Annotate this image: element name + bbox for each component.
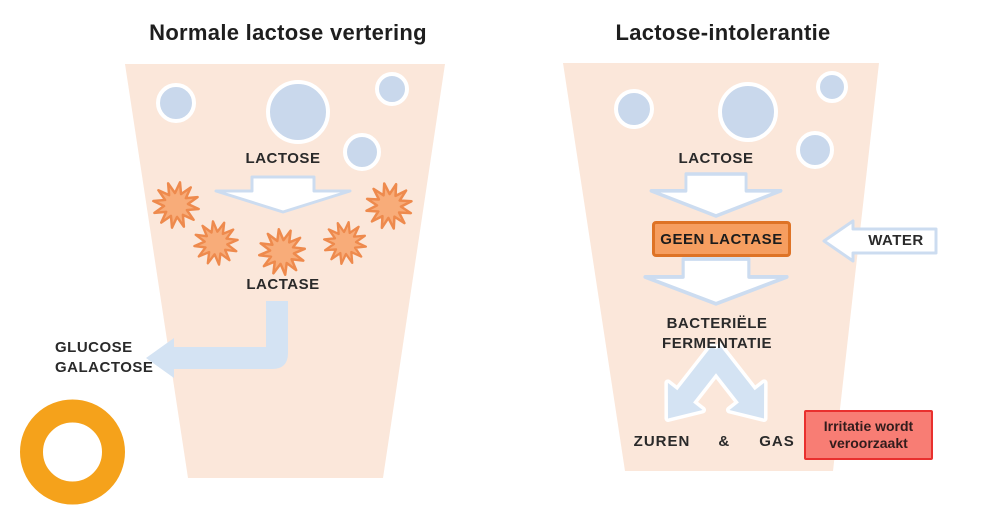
- left-lactase-label: LACTASE: [246, 276, 320, 293]
- left-lactose-label: LACTOSE: [245, 150, 321, 167]
- bubble-icon: [718, 82, 778, 142]
- water-left-arrow-icon: [822, 219, 938, 263]
- bubble-icon: [375, 72, 409, 106]
- bubble-icon: [816, 71, 848, 103]
- left-lactose-bubbles: [156, 72, 409, 171]
- gas-label: GAS: [759, 433, 795, 450]
- irritation-line2: veroorzaakt: [829, 435, 908, 451]
- geen-lactase-box: GEEN LACTASE: [652, 221, 791, 257]
- ampersand-label: &: [718, 433, 730, 450]
- orange-ring-icon: [20, 399, 125, 505]
- irritation-warning-box: Irritatie wordt veroorzaakt: [804, 410, 933, 460]
- left-title: Normale lactose vertering: [149, 20, 427, 45]
- bubble-icon: [614, 89, 654, 129]
- fermentation-line1: BACTERIËLE: [666, 315, 768, 332]
- right-title: Lactose-intolerantie: [615, 20, 831, 45]
- right-lactose-label: LACTOSE: [678, 150, 754, 167]
- irritation-line1: Irritatie wordt: [823, 418, 914, 434]
- fermentation-line2: FERMENTATIE: [662, 335, 772, 352]
- zuren-label: ZUREN: [633, 433, 691, 450]
- bubble-icon: [796, 131, 834, 169]
- bubble-icon: [266, 80, 330, 144]
- galactose-label: GALACTOSE: [55, 359, 154, 376]
- water-label: WATER: [868, 232, 924, 249]
- elbow-left-arrow-icon: [146, 301, 288, 378]
- right-lactose-bubbles: [614, 71, 848, 169]
- bubble-icon: [343, 133, 381, 171]
- glucose-label: GLUCOSE: [55, 339, 133, 356]
- fermentation-label: BACTERIËLE FERMENTATIE: [662, 314, 772, 354]
- geen-lactase-label: GEEN LACTASE: [660, 230, 783, 248]
- bubble-icon: [156, 83, 196, 123]
